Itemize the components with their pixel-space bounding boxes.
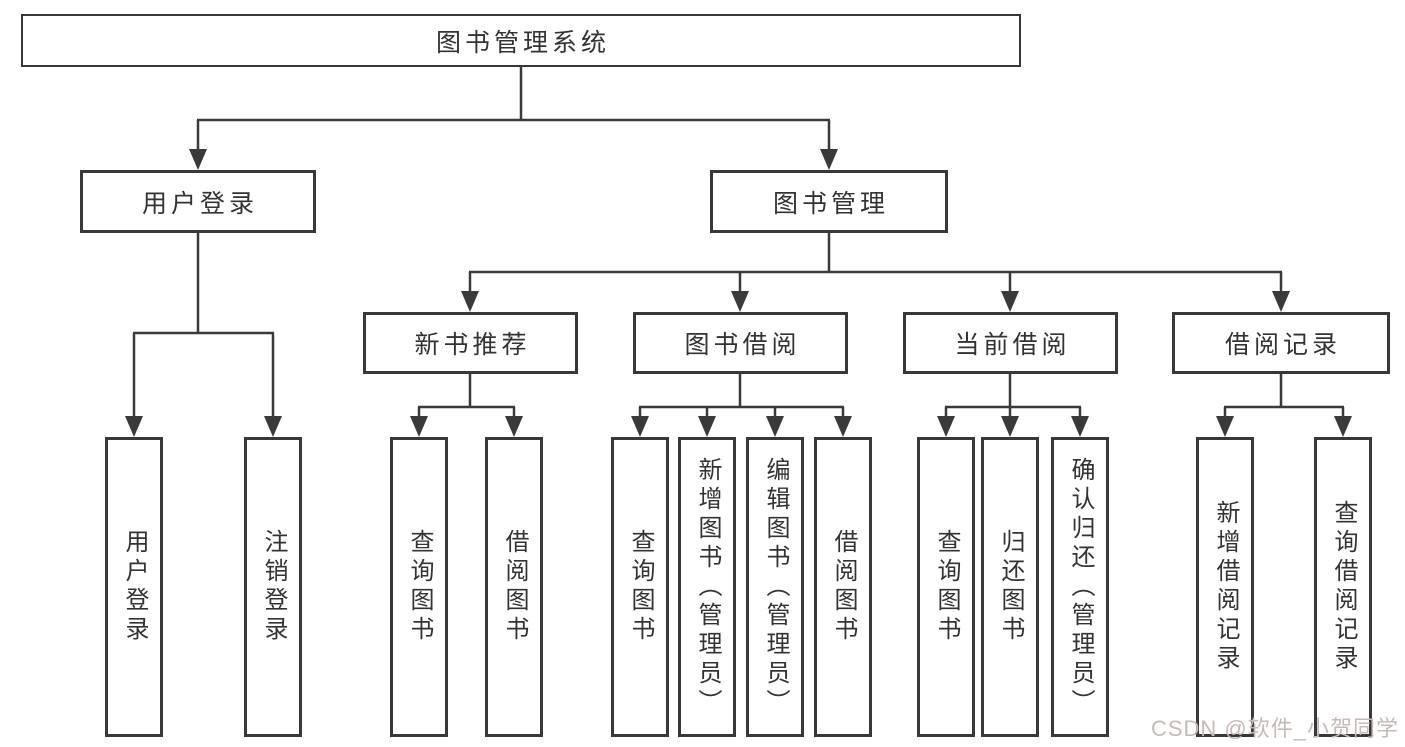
- leaf-confirm-return-admin-label: 确认归还（管理员）: [1067, 456, 1094, 718]
- leaf-query-borrow-record: 查询借阅记录: [1314, 437, 1372, 737]
- leaf-query-books-2: 查询图书: [611, 437, 669, 737]
- node-current-borrow-label: 当前借阅: [954, 331, 1071, 359]
- leaf-borrow-books-1: 借阅图书: [485, 437, 543, 737]
- node-new-book-recommend: 新书推荐: [363, 312, 578, 374]
- leaf-edit-books-admin-label: 编辑图书（管理员）: [762, 456, 789, 718]
- node-current-borrow: 当前借阅: [903, 312, 1118, 374]
- node-book-borrow-label: 图书借阅: [684, 331, 801, 359]
- node-user-login-label: 用户登录: [141, 189, 258, 218]
- leaf-add-books-admin: 新增图书（管理员）: [678, 437, 736, 737]
- leaf-user-login: 用户登录: [105, 437, 163, 737]
- leaf-logout-label: 注销登录: [260, 529, 287, 645]
- leaf-add-borrow-record-label: 新增借阅记录: [1212, 500, 1239, 674]
- leaf-query-books-1-label: 查询图书: [406, 529, 433, 645]
- leaf-return-books: 归还图书: [981, 437, 1039, 737]
- node-new-book-recommend-label: 新书推荐: [414, 331, 531, 359]
- node-user-login: 用户登录: [80, 170, 316, 233]
- leaf-logout: 注销登录: [244, 437, 302, 737]
- leaf-add-books-admin-label: 新增图书（管理员）: [694, 456, 721, 718]
- leaf-query-books-3: 查询图书: [917, 437, 975, 737]
- leaf-user-login-label: 用户登录: [121, 529, 148, 645]
- leaf-query-borrow-record-label: 查询借阅记录: [1330, 500, 1357, 674]
- csdn-watermark: CSDN @软件_小贺同学: [1150, 716, 1399, 741]
- node-book-management-label: 图书管理: [772, 189, 889, 218]
- arrowheads: [125, 149, 1352, 437]
- leaf-borrow-books-2-label: 借阅图书: [830, 529, 857, 645]
- node-borrow-record-label: 借阅记录: [1224, 331, 1341, 359]
- leaf-add-borrow-record: 新增借阅记录: [1196, 437, 1254, 737]
- leaf-query-books-1: 查询图书: [390, 437, 448, 737]
- node-root-system: 图书管理系统: [21, 14, 1021, 67]
- leaf-borrow-books-1-label: 借阅图书: [501, 529, 528, 645]
- leaf-confirm-return-admin: 确认归还（管理员）: [1051, 437, 1109, 737]
- node-book-borrow: 图书借阅: [633, 312, 848, 374]
- node-book-management: 图书管理: [710, 170, 948, 233]
- leaf-edit-books-admin: 编辑图书（管理员）: [746, 437, 804, 737]
- leaf-query-books-2-label: 查询图书: [627, 529, 654, 645]
- leaf-query-books-3-label: 查询图书: [933, 529, 960, 645]
- leaf-borrow-books-2: 借阅图书: [814, 437, 872, 737]
- leaf-return-books-label: 归还图书: [997, 529, 1024, 645]
- node-root-label: 图书管理系统: [435, 28, 610, 57]
- node-borrow-record: 借阅记录: [1172, 312, 1390, 374]
